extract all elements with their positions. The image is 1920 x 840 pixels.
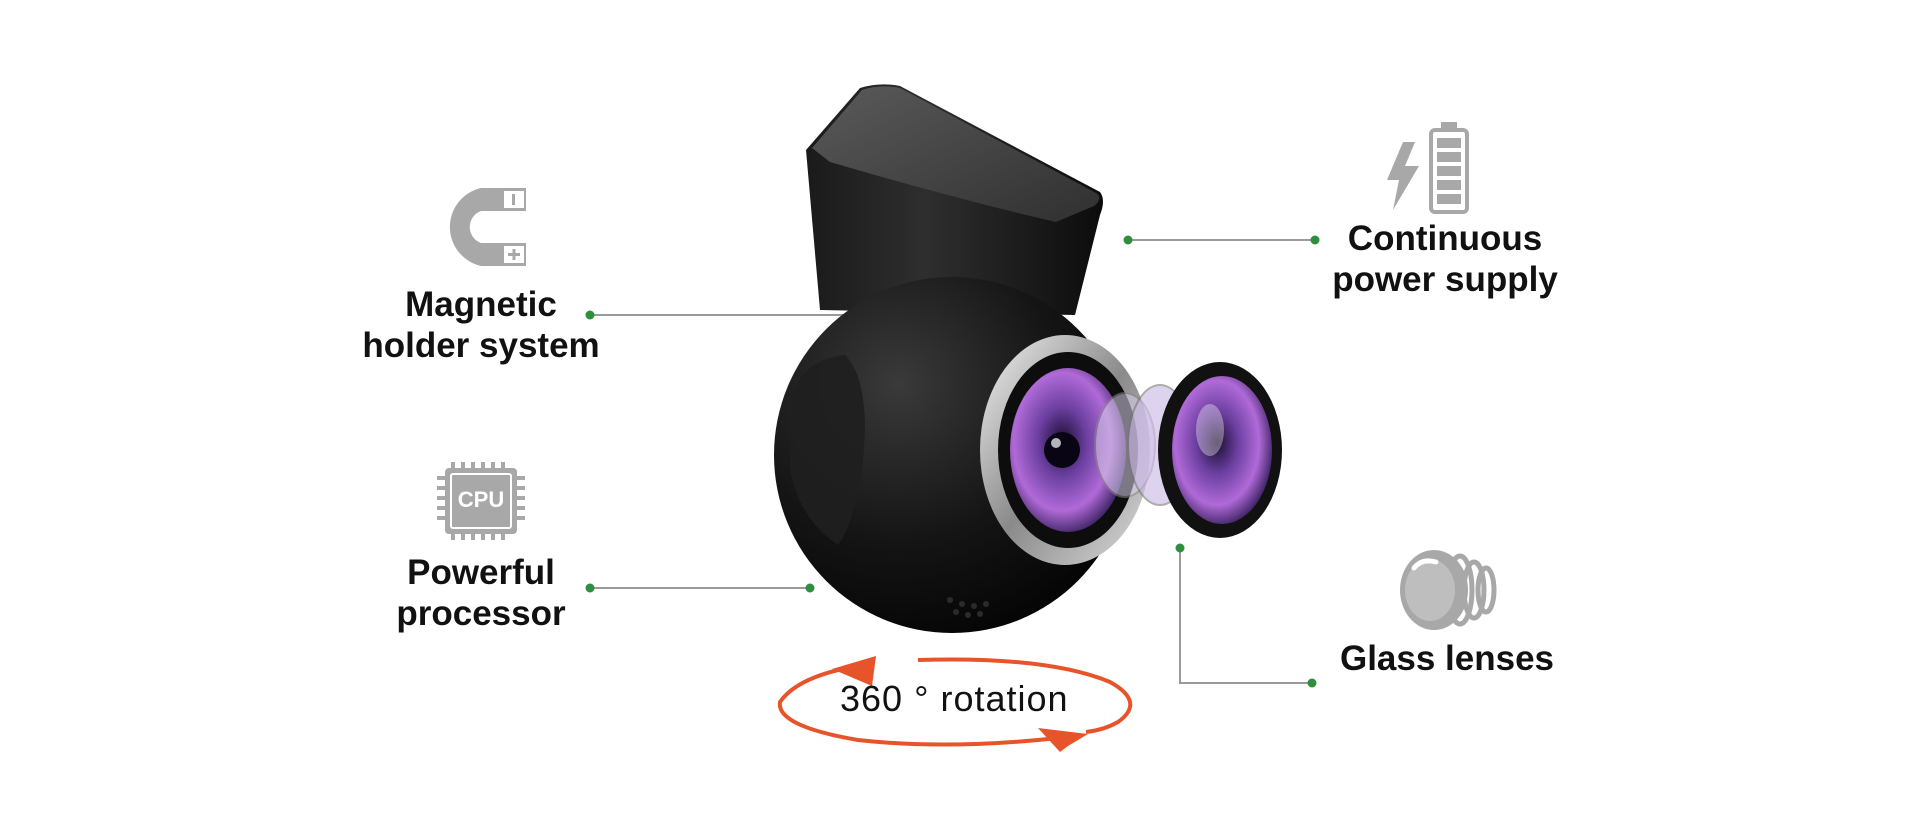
dash-camera-image [774,84,1282,633]
feature-lenses-label: Glass lenses [1320,638,1574,679]
connector-dot [805,583,815,593]
feature-power-line1: Continuous [1347,219,1543,258]
connector-lenses [1179,548,1312,684]
connector-dot [585,310,595,320]
feature-magnetic-line2: holder system [362,326,600,365]
feature-processor-line2: processor [396,594,566,633]
rotation-label: 360 ° rotation [840,678,1069,719]
cpu-chip-text: CPU [457,487,505,512]
feature-processor-line1: Powerful [407,553,555,592]
feature-magnetic-label: Magnetic holder system [350,284,612,366]
connector-dot [1310,235,1320,245]
feature-magnetic-line1: Magnetic [405,285,557,324]
lens-stack-icon [1400,550,1497,630]
feature-processor-label: Powerful processor [370,552,592,634]
connector-dot [1307,678,1317,688]
feature-power-line2: power supply [1332,260,1558,299]
cpu-chip-icon: CPU [431,462,531,540]
connector-dot [1123,235,1133,245]
connector-dot [1175,543,1185,553]
rotation-arrows-icon [777,656,1132,752]
feature-lenses-line1: Glass lenses [1339,639,1555,678]
magnet-icon [449,188,526,266]
feature-power-label: Continuous power supply [1318,218,1572,300]
connector-dot [585,583,595,593]
battery-bolt-icon [1387,122,1469,214]
